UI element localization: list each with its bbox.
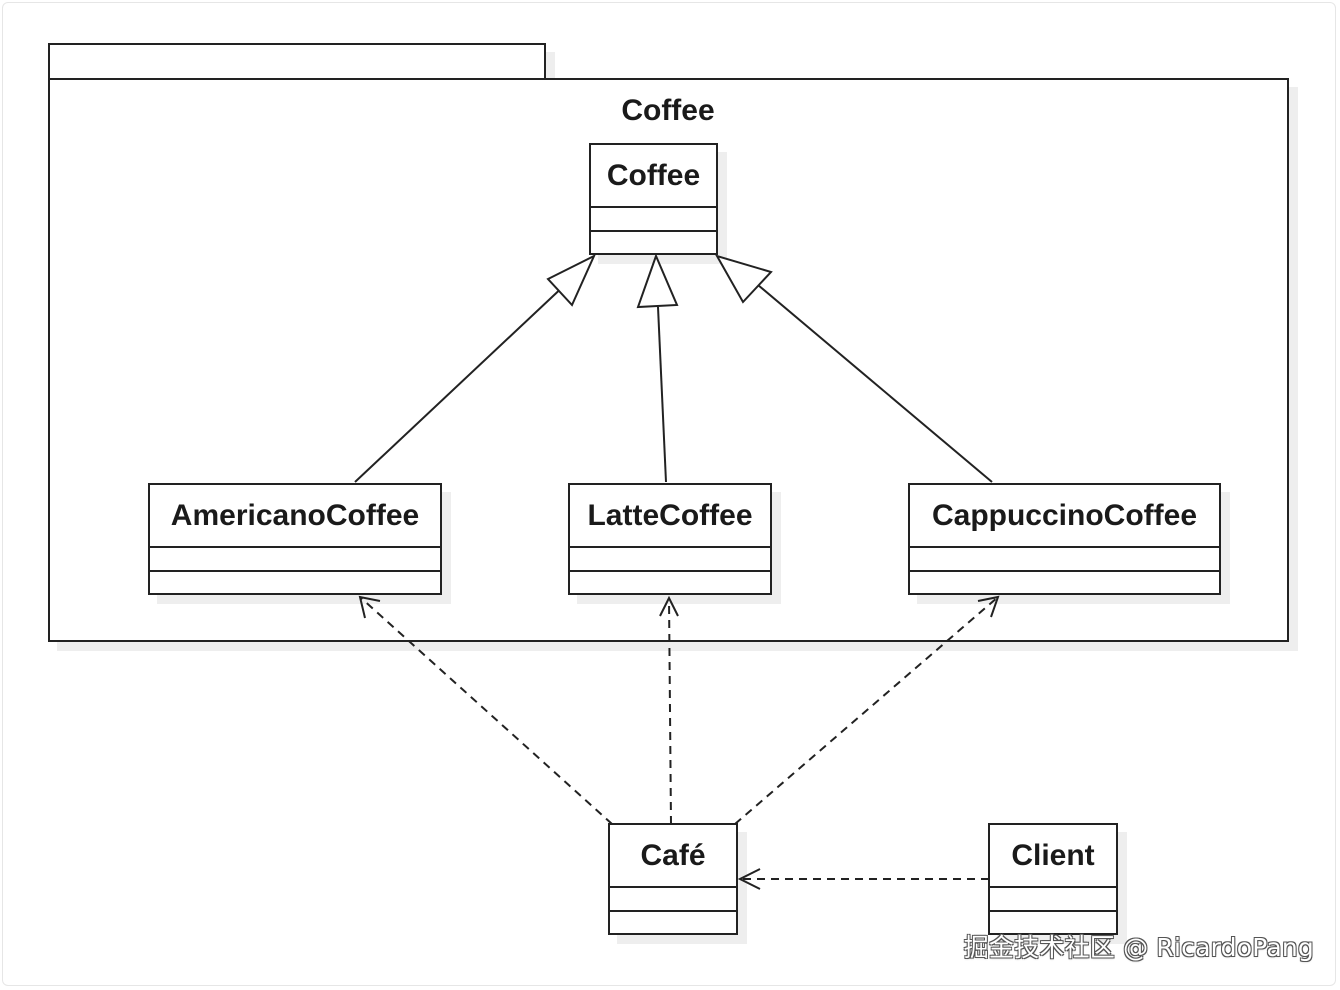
class-client-name: Client [1011,839,1094,872]
watermark-text: 掘金技术社区 @ RicardoPang [963,933,1314,962]
generalization-cappuccino-to-coffee [714,254,993,483]
package-tab [48,43,546,80]
class-americano-coffee-name: AmericanoCoffee [171,499,419,532]
dependency-cafe-to-americano [358,595,613,825]
class-cafe-name: Café [640,839,705,872]
generalization-americano-to-coffee [354,253,597,483]
class-cappuccino-coffee[interactable] [908,483,1221,595]
package-name: Coffee [621,94,714,127]
generalization-latte-to-coffee [636,253,679,483]
class-latte-coffee[interactable] [568,483,772,595]
dependency-client-to-cafe [737,868,989,890]
class-coffee[interactable] [589,143,718,255]
class-cafe[interactable] [608,823,738,935]
class-latte-coffee-name: LatteCoffee [587,499,752,532]
class-cappuccino-coffee-name: CappuccinoCoffee [932,499,1197,532]
class-americano-coffee[interactable] [148,483,442,595]
class-coffee-name: Coffee [607,159,700,192]
dependency-cafe-to-cappuccino [734,595,1000,825]
dependency-cafe-to-latte [659,595,679,825]
